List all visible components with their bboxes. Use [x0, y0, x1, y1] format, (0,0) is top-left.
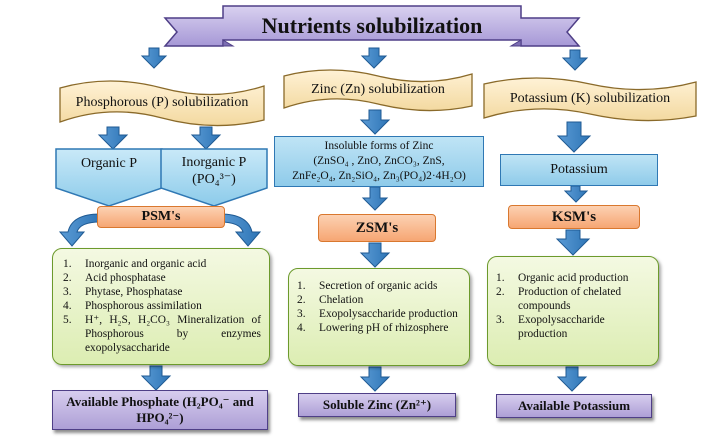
title-banner: Nutrients solubilization: [163, 4, 581, 48]
arrow-zinc-heading-to-source: [359, 109, 391, 135]
zsm-mechanism-list: 1.Secretion of organic acids 2.Chelation…: [297, 279, 463, 335]
potassium-source-label: Potassium: [550, 162, 608, 177]
ksm-label: KSM's: [551, 208, 597, 225]
arrow-potassium-heading-to-source: [556, 121, 592, 153]
arrow-title-to-phosphorus: [140, 47, 168, 69]
zsm-box: ZSM's: [318, 214, 436, 242]
arrow-title-to-zinc: [360, 47, 388, 69]
zinc-source-formulas-1: (ZnSO₄ , ZnO, ZnCO₃, ZnS,: [313, 155, 445, 167]
arrow-psm-curve-left: [58, 213, 101, 247]
phosphate-result-box: Available Phosphate (H₂PO₄⁻ and HPO₄²⁻): [52, 390, 268, 430]
list-item: 1.Secretion of organic acids: [297, 280, 438, 292]
zinc-source-formulas-2: ZnFe₂O₄, Zn₂SiO₄, Zn₃(PO₄)2·4H₂O): [292, 170, 466, 182]
ksm-mechanism-list: 1.Organic acid production 2.Production o…: [496, 271, 650, 341]
arrow-potassium-source-to-ksm: [563, 185, 589, 203]
list-item: 3.Exopolysaccharide production: [297, 308, 458, 320]
list-item: 3.Phytase, Phosphatase: [63, 286, 183, 298]
arrow-psm-curve-right: [219, 213, 262, 247]
arrow-zsm-to-mechanisms: [359, 242, 391, 268]
list-item: 1.Organic acid production: [496, 272, 629, 284]
arrow-title-to-potassium: [561, 49, 589, 71]
potassium-source-box: Potassium: [500, 154, 658, 186]
arrow-heading-to-inorganic: [190, 126, 222, 150]
arrow-psm-mechanisms-to-result: [140, 365, 172, 391]
zsm-mechanisms-box: 1.Secretion of organic acids 2.Chelation…: [288, 268, 470, 366]
wavy-banner-shape: [283, 69, 473, 112]
diagram-title: Nutrients solubilization: [261, 13, 483, 38]
inorganic-p-formula: (PO₄³⁻): [192, 172, 236, 187]
phosphorus-heading: Phosphorous (P) solubilization: [58, 78, 266, 128]
phosphorus-heading-label: Phosphorous (P) solubilization: [75, 95, 249, 110]
organic-p-label: Organic P: [80, 156, 138, 171]
ksm-box: KSM's: [508, 205, 640, 229]
list-item: 4.Lowering pH of rhizosphere: [297, 322, 449, 334]
wavy-banner-shape: [59, 80, 265, 127]
list-item: 1.Inorganic and organic acid: [63, 258, 207, 270]
inorganic-p-box: Inorganic P (PO₄³⁻): [160, 148, 268, 208]
list-item: 5.H⁺, H₂S, H₂CO₃ Mineralization of Phosp…: [63, 314, 261, 354]
ksm-mechanisms-box: 1.Organic acid production 2.Production o…: [487, 256, 659, 366]
list-item: 2.Chelation: [297, 294, 364, 306]
banner-shape: [163, 5, 581, 47]
potassium-heading: Potassium (K) solubilization: [482, 76, 698, 122]
zinc-heading-label: Zinc (Zn) solubilization: [311, 82, 445, 97]
list-item: 2.Acid phosphatase: [63, 272, 166, 284]
potassium-heading-label: Potassium (K) solubilization: [509, 91, 671, 106]
psm-label: PSM's: [141, 209, 181, 224]
list-item: 2.Production of chelated compounds: [496, 286, 622, 312]
zinc-heading: Zinc (Zn) solubilization: [282, 68, 474, 112]
psm-box: PSM's: [97, 206, 225, 228]
zinc-source-title: Insoluble forms of Zinc: [324, 140, 434, 152]
chevron-box-shape: [160, 148, 268, 207]
chevron-box-shape: [55, 148, 163, 207]
inorganic-p-label: Inorganic P: [181, 155, 247, 170]
psm-mechanisms-box: 1.Inorganic and organic acid 2.Acid phos…: [52, 248, 270, 365]
zinc-source-box: Insoluble forms of Zinc (ZnSO₄ , ZnO, Zn…: [274, 136, 484, 187]
arrow-zinc-source-to-zsm: [361, 186, 389, 211]
potassium-result-box: Available Potassium: [496, 394, 652, 418]
list-item: 4.Phosphorous assimilation: [63, 300, 202, 312]
arrow-ksm-mechanisms-to-result: [556, 366, 588, 392]
wavy-banner-shape: [483, 77, 697, 122]
potassium-result-label: Available Potassium: [517, 398, 631, 413]
arrow-ksm-to-mechanisms: [555, 229, 591, 256]
arrow-zsm-mechanisms-to-result: [359, 366, 391, 392]
zsm-label: ZSM's: [355, 219, 399, 236]
list-item: 3.Exopolysaccharide production: [496, 314, 605, 340]
psm-mechanism-list: 1.Inorganic and organic acid 2.Acid phos…: [63, 257, 261, 355]
arrow-heading-to-organic: [97, 126, 129, 150]
zinc-result-label: Soluble Zinc (Zn²⁺): [322, 397, 432, 412]
zinc-result-box: Soluble Zinc (Zn²⁺): [298, 393, 456, 417]
organic-p-box: Organic P: [55, 148, 163, 208]
phosphate-result-label: Available Phosphate (H₂PO₄⁻ and HPO₄²⁻): [66, 394, 254, 425]
inorganic-p-text: Inorganic P (PO₄³⁻): [160, 154, 268, 188]
